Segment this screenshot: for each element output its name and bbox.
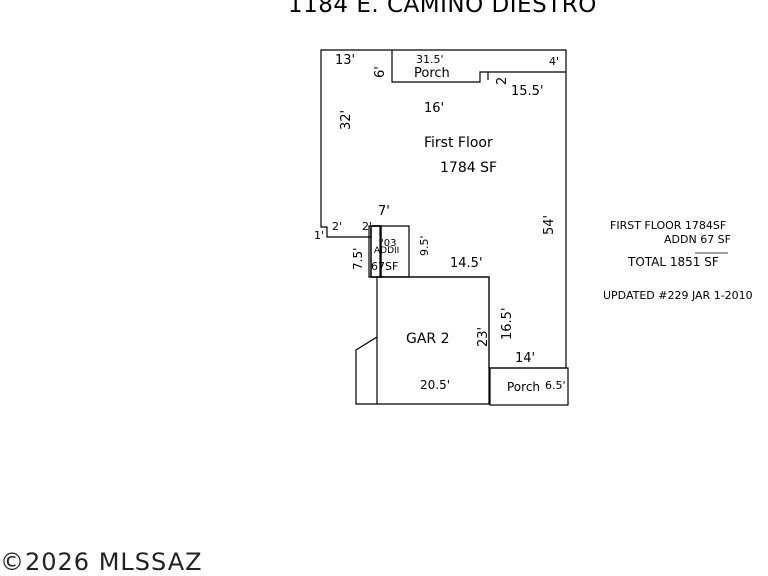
dim-7-5: 7.5' [351, 248, 365, 270]
porch-south-label: Porch [507, 380, 540, 394]
dim-2c: 2' [362, 220, 372, 233]
dim-4: 4' [549, 55, 559, 68]
watermark: ©2026 MLSSAZ [0, 548, 203, 576]
dim-13: 13' [335, 53, 355, 68]
summary-total: TOTAL 1851 SF [628, 255, 719, 269]
dim-16-5: 16.5' [500, 307, 515, 340]
porch-south-outline [489, 367, 569, 406]
summary-first-floor: FIRST FLOOR 1784SF [610, 219, 727, 232]
dim-32: 32' [339, 110, 354, 130]
summary-addn: ADDN 67 SF [664, 233, 731, 246]
addition-label: ADDII [374, 246, 399, 256]
dim-14: 14' [515, 351, 535, 366]
dim-15-5: 15.5' [511, 84, 544, 99]
dim-9-5: 9.5' [418, 235, 431, 256]
dim-20-5: 20.5' [420, 378, 450, 392]
dim-6: 6' [373, 66, 388, 78]
dim-1: 1' [314, 229, 324, 242]
dim-16: 16' [424, 101, 444, 116]
summary-updated: UPDATED #229 JAR 1-2010 [603, 289, 753, 302]
garage-label: GAR 2 [406, 331, 450, 347]
addition-year: '03 [381, 238, 396, 249]
porch-north-label: Porch [414, 66, 450, 81]
page-title: 1184 E. CAMINO DIESTRO [288, 0, 597, 18]
dim-31-5: 31.5' [416, 53, 444, 66]
first-floor-label: First Floor [424, 135, 493, 151]
dim-54: 54' [542, 215, 557, 235]
dim-14-5: 14.5' [450, 256, 483, 271]
first-floor-area: 1784 SF [440, 160, 497, 176]
dim-2b: 2' [332, 220, 342, 233]
addition-area: 67SF [371, 260, 398, 273]
dim-7: 7' [378, 204, 390, 219]
dim-2a: 2 [495, 77, 510, 85]
porch-north-outline [391, 50, 566, 83]
dim-23: 23' [476, 327, 491, 347]
dim-6-5: 6.5' [545, 379, 566, 392]
